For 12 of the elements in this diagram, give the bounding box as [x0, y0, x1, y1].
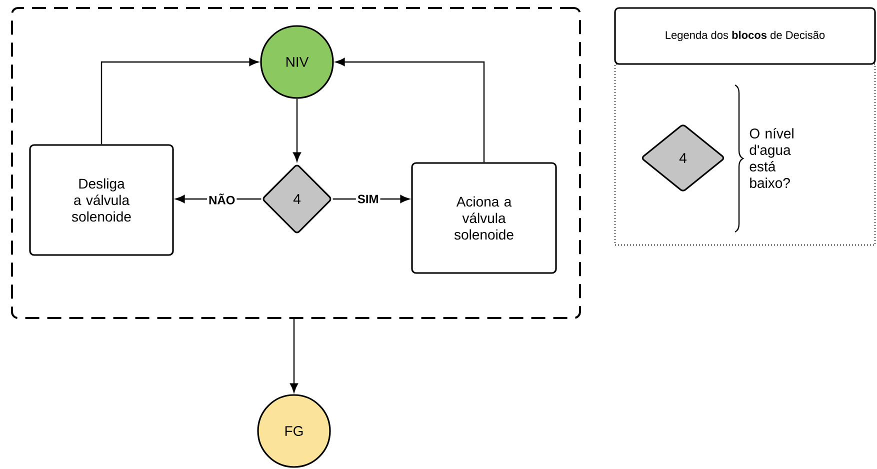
arrow [335, 58, 485, 162]
edge-label: NÃO [207, 192, 237, 206]
process-box: Aciona a válvula solenoide [411, 162, 557, 274]
edge-label: SIM [356, 193, 380, 205]
arrow [100, 58, 259, 144]
arrow [290, 319, 298, 393]
legend-header-box: Legenda dos blocos de Decisão [614, 7, 876, 65]
legend-panel [614, 64, 876, 246]
dashed-group-box [11, 7, 581, 319]
legend-description: O nível d'agua está baixo? [750, 128, 794, 188]
arrow [293, 98, 302, 162]
process-box: Desliga a válvula solenoide [29, 144, 174, 256]
